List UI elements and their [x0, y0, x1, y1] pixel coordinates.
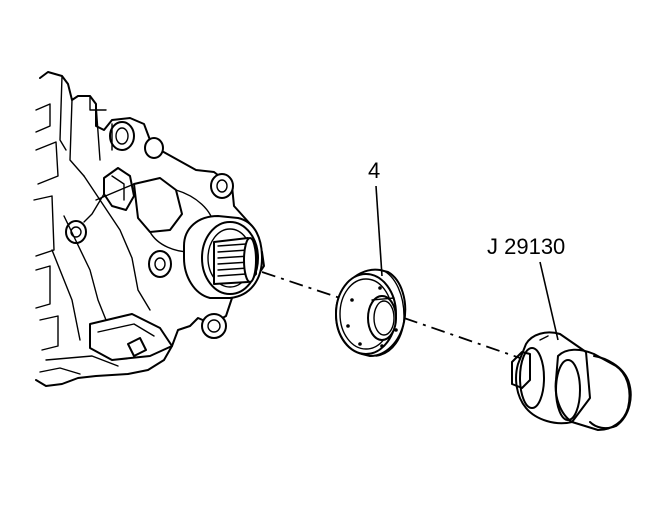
- callout-part-4: 4: [368, 158, 383, 277]
- callout-tool: J 29130: [487, 234, 565, 341]
- tool-number-label: J 29130: [487, 234, 565, 259]
- seal-installer-tool: [511, 331, 632, 431]
- oil-seal: [335, 268, 407, 357]
- transmission-case: [33, 71, 265, 387]
- part-number-label: 4: [368, 158, 380, 183]
- alignment-centerline: [261, 271, 521, 359]
